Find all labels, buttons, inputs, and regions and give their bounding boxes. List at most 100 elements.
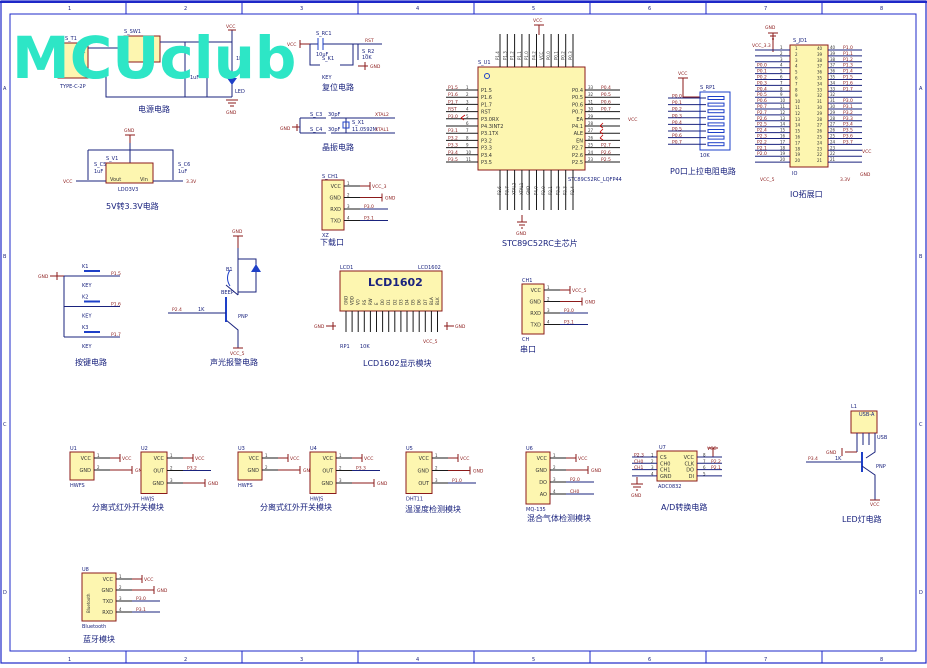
mcu-pin-name: P0.1 bbox=[553, 51, 558, 60]
io-pin-number: 6 bbox=[780, 75, 783, 80]
mcu-pin-number: 24 bbox=[588, 150, 594, 155]
grid-col-label: 1 bbox=[68, 6, 71, 12]
lcd-pin-name: E bbox=[374, 302, 379, 305]
io-pin-number: 26 bbox=[830, 128, 836, 133]
gas-sensor-body bbox=[525, 451, 551, 505]
io-pin-inner-number: 18 bbox=[795, 146, 801, 151]
mcu-pin-name: P1.2 bbox=[510, 51, 515, 60]
adc-title: A/D转换电路 bbox=[661, 502, 707, 512]
mcu-pin-name: P0.7 bbox=[572, 110, 583, 116]
mcu-pin-name: GND bbox=[526, 186, 531, 195]
io-bottom-gnd-net: GND bbox=[860, 172, 871, 178]
io-net-label: P1.6 bbox=[843, 80, 853, 86]
power-vcc-net: VCC bbox=[226, 24, 235, 30]
crystal-x1-value: 11.0592M bbox=[352, 127, 377, 133]
lcd-pin-name: D7 bbox=[423, 299, 428, 305]
lcd-vcc5-net: VCC_5 bbox=[423, 339, 438, 345]
io-net-label: P0.3 bbox=[757, 80, 767, 86]
crystal-title: 晶振电路 bbox=[322, 142, 354, 152]
alarm-title: 声光报警电路 bbox=[210, 357, 258, 367]
io-net-label: P0.4 bbox=[757, 86, 767, 92]
ir-rx-1-ref: U2 bbox=[141, 446, 148, 452]
mcu-chip-block: S_U1 STC89C52RC_LQFP44 VCC GND 1P1.5P1.5… bbox=[446, 18, 637, 248]
mcu-pin-name: P1.5 bbox=[481, 88, 492, 94]
ir-tx-2-pin-name: GND bbox=[248, 468, 260, 474]
mcu-pin-name: P3.0RX bbox=[481, 117, 499, 123]
mcu-pin-name: P2.3 bbox=[563, 186, 568, 195]
resistor-icon bbox=[707, 142, 725, 147]
gas-sensor-title: 混合气体检测模块 bbox=[527, 513, 591, 523]
grid-col-label: 8 bbox=[880, 6, 883, 12]
io-pin-inner-number: 37 bbox=[817, 64, 823, 69]
io-vcc5-net: VCC_5 bbox=[760, 177, 775, 183]
ldo-c6-value: 1uF bbox=[178, 169, 187, 175]
mcu-part: STC89C52RC_LQFP44 bbox=[568, 177, 622, 183]
switch-ref: S_SW1 bbox=[124, 29, 141, 35]
serial-port-net: VCC_5 bbox=[572, 288, 587, 294]
mcu-pin-number: 32 bbox=[588, 92, 594, 97]
io-pin-number: 8 bbox=[780, 86, 783, 91]
ir-rx-1-pin-name: VCC bbox=[154, 456, 165, 462]
ir-tx-1-pin-name: GND bbox=[80, 468, 92, 474]
mcu-pin-net: P2.7 bbox=[601, 143, 611, 149]
ir-rx-1-net: GND bbox=[208, 481, 219, 487]
lcd-pin-name: D3 bbox=[398, 299, 403, 305]
adc-pin-number: 1 bbox=[651, 453, 654, 458]
crystal-x1-ref: S_X1 bbox=[352, 120, 364, 126]
io-pin-inner-number: 38 bbox=[817, 58, 823, 63]
dht-sensor-pin-number: 1 bbox=[435, 453, 438, 458]
io-net-label: P1.5 bbox=[843, 75, 853, 81]
mcu-pin-name: P0.5 bbox=[572, 95, 583, 101]
io-pin-number: 16 bbox=[780, 134, 786, 139]
lcd-display-text: LCD1602 bbox=[368, 276, 423, 289]
io-net-label: P2.4 bbox=[757, 128, 767, 134]
ir-tx-1-net: GND bbox=[135, 468, 146, 474]
mcu-pin-number: 6 bbox=[466, 121, 469, 126]
mcu-chip bbox=[477, 66, 586, 171]
gas-sensor-net: P2.0 bbox=[570, 477, 580, 483]
adc-pin-name: CLK bbox=[684, 461, 694, 467]
io-pin-inner-number: 34 bbox=[817, 81, 823, 86]
io-pin-number: 1 bbox=[780, 45, 783, 50]
io-pin-inner-number: 11 bbox=[795, 105, 801, 110]
crystal-c4-ref: S_C4 bbox=[310, 127, 322, 133]
ir-tx-1-body bbox=[69, 451, 95, 481]
mcu-pin-net: P3.4 bbox=[448, 150, 458, 156]
grid-row-label: A bbox=[3, 86, 7, 92]
grid-row-label: B bbox=[3, 254, 7, 260]
io-pin-inner-number: 19 bbox=[795, 152, 801, 157]
io-pin-inner-number: 36 bbox=[817, 70, 823, 75]
serial-port-net: P3.0 bbox=[564, 308, 574, 314]
io-pin-number: 12 bbox=[780, 110, 786, 115]
power-title: 电源电路 bbox=[138, 104, 170, 114]
download-port-pin-name: TXD bbox=[330, 219, 341, 225]
bluetooth-module-net: P3.1 bbox=[136, 607, 146, 613]
download-port-pin-number: 3 bbox=[347, 204, 350, 209]
io-pin-inner-number: 29 bbox=[817, 111, 823, 116]
mcu-pin-net: P1.6 bbox=[448, 92, 458, 98]
io-net-label: P0.5 bbox=[757, 92, 767, 98]
resistor-array bbox=[699, 91, 731, 151]
crystal-gnd-net: GND bbox=[280, 126, 291, 132]
ir-rx-2-net: VCC bbox=[364, 456, 373, 462]
io-pin-number: 2 bbox=[780, 51, 783, 56]
p0-net-label: P0.7 bbox=[672, 140, 682, 146]
gas-sensor-ref: U6 bbox=[526, 446, 533, 452]
lamp-vcc-net: VCC bbox=[870, 502, 879, 508]
dht-sensor-pin-number: 2 bbox=[435, 466, 438, 471]
reset-gnd-net: GND bbox=[370, 64, 381, 70]
ldo-c6-ref: S_C6 bbox=[178, 162, 190, 168]
download-port-ref: S_CH1 bbox=[322, 174, 338, 180]
io-gnd-net: GND bbox=[765, 25, 776, 31]
io-pin-inner-number: 35 bbox=[817, 76, 823, 81]
mcu-pin-name: P4.3INT2 bbox=[481, 124, 503, 130]
ir-rx-2-pin-name: OUT bbox=[322, 469, 334, 475]
mcu-pin-name: EN bbox=[576, 138, 583, 144]
grid-col-label: 5 bbox=[532, 657, 535, 663]
grid-row-label: D bbox=[3, 590, 7, 596]
io-header bbox=[789, 44, 829, 168]
